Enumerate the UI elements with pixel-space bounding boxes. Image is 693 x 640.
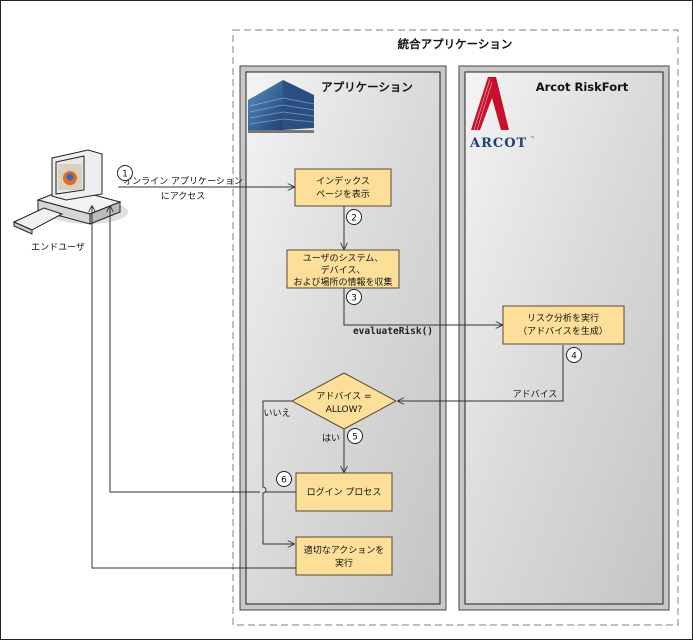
svg-text:5: 5 <box>352 433 358 443</box>
integrated-application-title: 統合アプリケーション <box>398 37 513 51</box>
svg-text:アドバイス =: アドバイス = <box>316 391 371 402</box>
svg-text:ログイン プロセス: ログイン プロセス <box>307 486 382 498</box>
svg-text:6: 6 <box>281 476 287 486</box>
step-marker-1: 1 <box>117 165 133 181</box>
svg-text:ページを表示: ページを表示 <box>316 188 370 200</box>
edge-login-to-user <box>110 206 296 493</box>
node-login-process: ログイン プロセス <box>295 472 393 512</box>
svg-text:および場所の情報を収集: および場所の情報を収集 <box>293 276 392 288</box>
svg-text:ALLOW?: ALLOW? <box>326 405 363 415</box>
edge-action-to-user <box>92 206 296 569</box>
edge-decision-no <box>262 400 294 544</box>
access-label-line1: オンライン アプリケーション <box>123 176 243 187</box>
node-decision-allow: アドバイス = ALLOW? <box>290 372 398 430</box>
node-take-action: 適切なアクションを 実行 <box>295 536 393 576</box>
svg-text:（アドバイスを生成）: （アドバイスを生成） <box>518 325 608 337</box>
node-index-page: インデックス ページを表示 <box>294 168 392 207</box>
arcot-logo-icon: ARCOT ™ <box>469 77 535 151</box>
yes-label: はい <box>322 433 340 444</box>
svg-text:1: 1 <box>122 170 128 180</box>
step-marker-3: 3 <box>346 289 362 305</box>
svg-text:インデックス: インデックス <box>316 175 370 187</box>
svg-text:2: 2 <box>351 214 357 224</box>
office-building-icon <box>248 80 315 133</box>
advice-label: アドバイス <box>513 389 558 400</box>
svg-text:4: 4 <box>571 352 577 362</box>
lane-application: アプリケーション <box>239 65 447 611</box>
access-label-line2: にアクセス <box>161 191 206 202</box>
node-risk-analysis: リスク分析を実行 （アドバイスを生成） <box>502 305 625 345</box>
step-marker-2: 2 <box>346 209 362 225</box>
integrated-application-group <box>232 29 679 626</box>
step-marker-6: 6 <box>276 471 292 487</box>
step-marker-5: 5 <box>347 428 363 444</box>
end-user-label: エンドユーザ <box>31 242 85 253</box>
svg-text:3: 3 <box>351 294 357 304</box>
svg-text:リスク分析を実行: リスク分析を実行 <box>527 312 599 324</box>
evaluate-risk-label: evaluateRisk() <box>353 326 433 337</box>
lane-arcot-riskfort: Arcot RiskFort ARCOT ™ <box>458 65 670 611</box>
svg-text:デバイス、: デバイス、 <box>321 264 366 276</box>
node-collect-info: ユーザのシステム、 デバイス、 および場所の情報を収集 <box>286 249 400 289</box>
lane-arcot-title: Arcot RiskFort <box>536 80 629 94</box>
svg-text:ARCOT: ARCOT <box>469 136 527 151</box>
svg-text:実行: 実行 <box>335 557 353 569</box>
lane-application-title: アプリケーション <box>321 80 413 94</box>
edge-evaluate-risk <box>343 288 502 325</box>
svg-text:ユーザのシステム、: ユーザのシステム、 <box>303 253 384 264</box>
edge-advice-return <box>398 345 564 401</box>
desktop-computer-icon <box>12 149 128 235</box>
svg-text:適切なアクションを: 適切なアクションを <box>304 544 385 556</box>
svg-text:™: ™ <box>530 136 535 142</box>
step-marker-4: 4 <box>566 347 582 363</box>
no-label: いいえ <box>263 408 290 419</box>
